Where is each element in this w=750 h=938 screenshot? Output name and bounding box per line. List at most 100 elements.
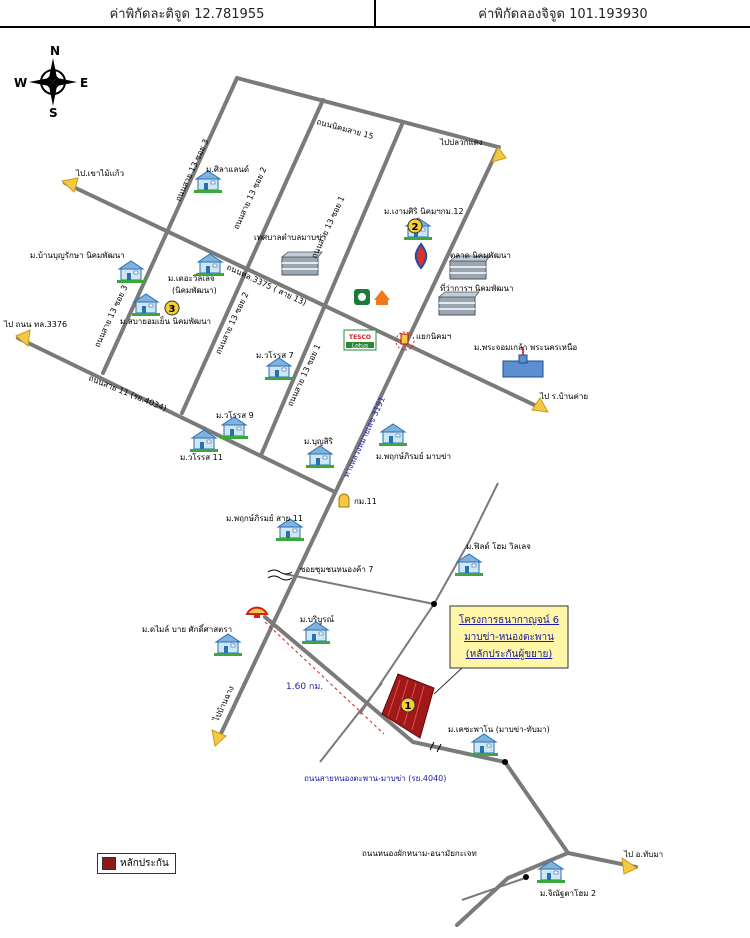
road-fieldhome[interactable]	[433, 482, 499, 605]
road-network	[16, 76, 638, 927]
label-village-virot9: ม.วโรรส 9	[216, 410, 254, 420]
label-road-11: ถนนสาย 11 (รย.4034)	[87, 374, 168, 414]
compass-rose-icon	[29, 58, 77, 106]
label-village-ngamsiri: ม.เงามศิริ นิคมฯกม.12	[384, 207, 464, 216]
building-icons	[281, 251, 544, 378]
arrow-3376-icon	[15, 329, 31, 347]
label-km11: กม.11	[354, 497, 377, 506]
label-soi-chumchon: ซอยชุมชนหนองค้า 7	[300, 565, 373, 574]
junction-dots	[431, 601, 529, 880]
compass-n: N	[50, 44, 60, 58]
label-village-jintana: ม.จิณัฐตาโฮม 2	[540, 888, 596, 898]
label-road-15: ถนนนิคมสาย 15	[315, 117, 374, 141]
label-village-banbunrak: ม.บ้านบุญรักษา นิคมพัฒนา	[30, 251, 125, 260]
compass-e: E	[80, 76, 88, 90]
label-village-sabai: ม.สบายอมเย็น นิคมพัฒนา	[120, 316, 211, 326]
project-location: มาบข่า-หนองตะพาน	[464, 632, 554, 643]
latitude-label: ค่าพิกัดละติจูด 12.781955	[0, 0, 376, 26]
road-break-marks	[267, 569, 442, 753]
label-road-nongphakwan: ถนนหนองผักหนาม-อนามัยกะเจท	[362, 849, 477, 858]
compass-s: S	[49, 106, 58, 120]
arrow-pluakdaeng-icon	[491, 145, 507, 163]
arrow-banchang-icon	[531, 397, 549, 413]
project-plot[interactable]: 1	[381, 673, 435, 739]
tesco-lotus-logo: TESCO Lotus	[343, 329, 377, 351]
road-branch-west[interactable]	[319, 682, 383, 763]
house-icon	[116, 260, 146, 284]
arrow-thapma-icon	[621, 856, 639, 875]
label-to-banchang-south: ไปบ้านฉาง	[211, 685, 236, 724]
label-to-khaomaikaeo: ไป.เขาไม้แก้ว	[75, 169, 124, 178]
label-village-greenvalley: ม.เดอะวิลเลจ	[168, 274, 215, 283]
label-village-virot11: ม.วโรรส 11	[180, 452, 223, 462]
marker-3: 3	[169, 304, 176, 315]
label-village-fieldhome: ม.ฟิลด์ โฮม วิลเลจ	[466, 541, 531, 551]
ghb-bank-logo-icon	[374, 290, 390, 305]
intersection-marker	[395, 331, 415, 351]
label-village-pruksa11: ม.พฤกษ์ภิรมย์ สาย 11	[226, 513, 303, 523]
minor-roads	[284, 482, 529, 901]
road-soi-3[interactable]	[101, 76, 239, 375]
label-village-virot7: ม.วโรรส 7	[256, 350, 294, 360]
label-village-pruksa-mapkha: ม.พฤกษ์ภิรมย์ มาบข่า	[376, 451, 451, 461]
label-village-boonsiri: ม.บุญสิริ	[304, 437, 334, 446]
university-building-icon	[502, 347, 544, 378]
km-marker-icon	[338, 493, 350, 508]
distance-label: 1.60 กม.	[286, 682, 323, 692]
project-callout: โครงการธนากาญจน์ 6 มาบข่า-หนองตะพาน (หลั…	[449, 605, 569, 669]
label-village-boriboon: ม.บริบูรณ์	[300, 614, 335, 625]
label-road-soi-1-upper: ถนนสาย 13 ซอย 1	[310, 195, 347, 260]
coordinate-header: ค่าพิกัดละติจูด 12.781955 ค่าพิกัดลองจิจ…	[0, 0, 750, 28]
shell-logo-icon	[245, 606, 269, 618]
gas-station-logo-icon	[414, 242, 428, 270]
legend-swatch	[102, 857, 116, 870]
arrow-khaomaikaeo-icon	[60, 177, 79, 193]
numbered-markers: 2 3	[164, 218, 423, 316]
district-office-icon	[438, 291, 480, 316]
tesco-text: TESCO	[349, 334, 371, 341]
road-3375[interactable]	[63, 181, 547, 412]
road-nongphakwan[interactable]	[461, 876, 529, 901]
road-4040[interactable]	[263, 615, 572, 927]
callout-line	[433, 667, 463, 695]
road-soi-2[interactable]	[180, 98, 325, 415]
label-to-thapma: ไป อ.ทับมา	[623, 850, 663, 859]
house-icon	[378, 423, 408, 447]
label-road-soi-2-upper: ถนนสาย 13 ซอย 2	[232, 166, 269, 231]
house-icon	[301, 621, 331, 645]
label-village-phrachomklao: ม.พระจอมเกล้า พระนครเหนือ	[474, 343, 577, 352]
bank-logo-icon	[354, 289, 370, 305]
soi-nongkha[interactable]	[284, 573, 435, 605]
label-highway-3191: ทางหลวงหมายเลข 3191	[342, 395, 387, 479]
label-nikhom-market: ตลาด นิคมพัฒนา	[450, 251, 511, 260]
label-village-smile: ม.ดไมล์ บาย ศักดิ์ศาสตรา	[142, 623, 232, 634]
road-15[interactable]	[235, 76, 500, 149]
label-village-silaland: ม.ศิลาแลนด์	[206, 164, 249, 174]
label-to-3376: ไป ถนน ทล.3376	[3, 320, 67, 329]
map-legend: หลักประกัน	[97, 853, 176, 874]
marker-1: 1	[405, 701, 412, 712]
house-icon	[264, 357, 294, 381]
label-road-4040: ถนนสายหนองตะพาน-มาบข่า (รย.4040)	[304, 774, 446, 783]
label-village-kasemphanon: ม.เคซะพาโน (มาบข่า-ทับมา)	[448, 724, 550, 734]
legend-label: หลักประกัน	[120, 858, 169, 869]
house-icon	[213, 633, 243, 657]
label-intersection: แยกนิคมฯ	[416, 332, 451, 341]
house-icon	[193, 170, 223, 194]
label-district-office: ที่ว่าการฯ นิคมพัฒนา	[440, 282, 513, 293]
lotus-text: Lotus	[352, 343, 368, 350]
marker-2: 2	[412, 222, 419, 233]
arrow-south-icon	[211, 729, 227, 747]
longitude-label: ค่าพิกัดลองจิจูด 101.193930	[478, 6, 648, 22]
house-icon	[469, 733, 499, 757]
house-icon	[305, 445, 335, 469]
project-note: (หลักประกันผู้ขยาย)	[466, 648, 553, 660]
label-municipal: เทศบาลตำบลมาบข่า	[254, 233, 326, 242]
road-11[interactable]	[16, 336, 337, 494]
label-nikhom-sub: (นิคมพัฒนา)	[172, 286, 217, 295]
road-soi-1[interactable]	[260, 120, 405, 455]
highway-3191[interactable]	[215, 145, 501, 744]
project-name: โครงการธนากาญจน์ 6	[459, 613, 559, 626]
compass-w: W	[14, 76, 27, 90]
